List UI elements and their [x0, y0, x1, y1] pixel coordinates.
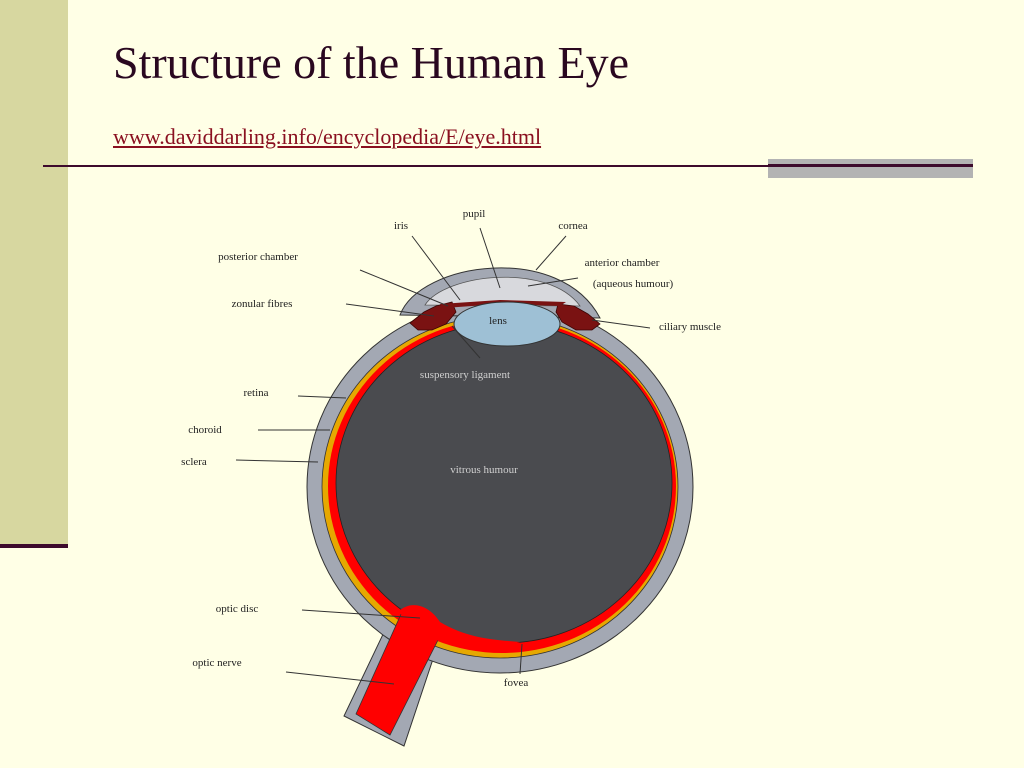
- leader-cornea: [535, 235, 567, 271]
- label-aqueous-humour: (aqueous humour): [593, 278, 674, 290]
- leader-optic-disc: [301, 609, 421, 619]
- leader-retina: [297, 395, 347, 399]
- side-decor-bar: [0, 0, 68, 545]
- leader-iris: [411, 235, 461, 301]
- label-retina: retina: [243, 387, 268, 399]
- label-iris: iris: [394, 220, 408, 232]
- leader-fovea: [519, 643, 523, 675]
- leader-optic-nerve: [285, 671, 395, 685]
- label-vitrous-humour: vitrous humour: [450, 464, 518, 476]
- label-fovea: fovea: [504, 677, 529, 689]
- label-posterior-chamber: posterior chamber: [218, 251, 298, 263]
- leader-sclera: [235, 459, 319, 463]
- label-pupil: pupil: [463, 208, 486, 220]
- leader-suspensory-ligament: [451, 325, 481, 359]
- label-choroid: choroid: [188, 424, 222, 436]
- source-link[interactable]: www.daviddarling.info/encyclopedia/E/eye…: [113, 124, 542, 149]
- leader-pupil: [479, 227, 501, 289]
- leader-ciliary-muscle: [591, 319, 651, 329]
- side-decor-rule: [0, 544, 68, 548]
- label-sclera: sclera: [181, 456, 207, 468]
- lens: [453, 301, 561, 347]
- label-lens: lens: [489, 315, 507, 327]
- label-suspensory-ligament: suspensory ligament: [420, 369, 510, 381]
- label-ciliary-muscle: ciliary muscle: [659, 321, 721, 333]
- ciliary-muscle-right: [555, 303, 601, 331]
- leader-anterior-chamber: [527, 277, 579, 287]
- label-optic-disc: optic disc: [216, 603, 259, 615]
- slide-title: Structure of the Human Eye: [113, 37, 630, 88]
- header-rule: [43, 165, 973, 167]
- label-zonular-fibres: zonular fibres: [232, 298, 293, 310]
- label-anterior-chamber: anterior chamber: [585, 257, 660, 269]
- anterior-chamber: [424, 276, 581, 307]
- optic-disc: [398, 605, 520, 648]
- header-accent-bar: [768, 159, 973, 178]
- header-accent-line: [768, 164, 973, 167]
- leader-posterior-chamber: [359, 269, 449, 307]
- label-cornea: cornea: [558, 220, 587, 232]
- label-optic-nerve: optic nerve: [192, 657, 241, 669]
- leader-zonular-fibres: [345, 303, 435, 317]
